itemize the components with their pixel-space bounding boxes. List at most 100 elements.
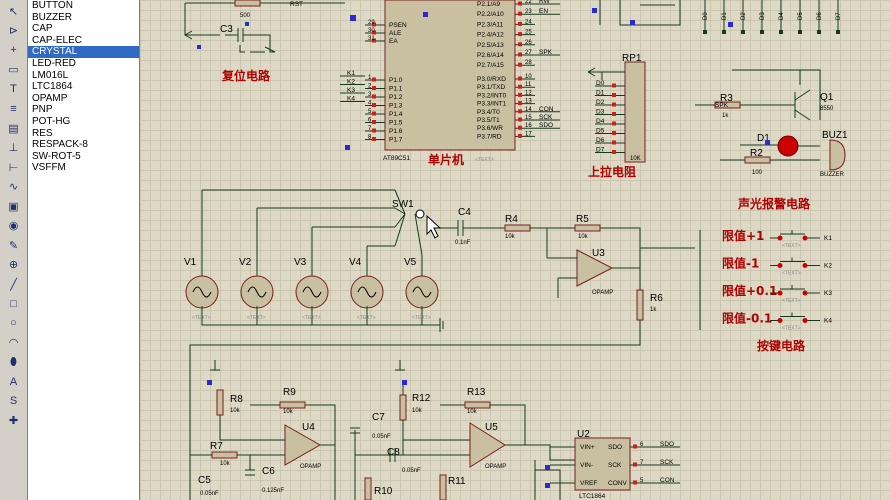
key-contact[interactable] (802, 318, 808, 323)
reset-circuit[interactable]: 500 RST C3 复位电路 (184, 0, 345, 83)
mcu-left-pin-num: 30 (368, 28, 375, 34)
mcu-left-pin-num: 31 (368, 36, 375, 42)
mcu-left-pin-label: P1.1 (389, 86, 403, 93)
junction-icon[interactable]: + (10, 44, 17, 56)
u3-opamp[interactable] (576, 249, 614, 287)
device-item[interactable]: POT-HG (32, 115, 71, 127)
d1-led[interactable] (777, 135, 799, 157)
device-item[interactable]: CAP (32, 23, 53, 35)
r4-body[interactable] (504, 224, 531, 232)
box-icon[interactable]: □ (10, 297, 17, 310)
r7-value: 10k (220, 461, 231, 467)
device-item[interactable]: SW-ROT-5 (32, 150, 81, 162)
device-item[interactable]: BUTTON (32, 0, 73, 11)
device-item[interactable]: VSFFM (32, 162, 66, 174)
path-icon[interactable]: ⬮ (10, 355, 17, 368)
mcu-body[interactable] (384, 0, 516, 151)
device-item[interactable]: OPAMP (32, 92, 68, 104)
pin-marker (372, 38, 376, 43)
line-icon[interactable]: ╱ (10, 278, 17, 291)
device-item[interactable]: LM016L (32, 69, 69, 81)
pointer-icon[interactable]: ↖ (8, 5, 19, 18)
r11-body[interactable] (439, 474, 447, 500)
device-item[interactable]: RES (32, 127, 53, 139)
r2-body[interactable] (744, 156, 771, 164)
mcu-right-pin-num: 27 (525, 50, 532, 56)
r5-body[interactable] (574, 224, 601, 232)
probe-icon[interactable]: ✎ (8, 239, 19, 252)
buzzer-body[interactable] (829, 139, 846, 171)
r6-body[interactable] (636, 289, 644, 321)
u2-right-pin-num: 5 (640, 478, 644, 484)
sw1-wiper[interactable] (415, 209, 425, 219)
text2-icon[interactable]: A (9, 375, 18, 388)
rp1-body[interactable] (624, 61, 646, 163)
r8-body[interactable] (216, 389, 224, 416)
device-item[interactable]: LTC1864 (32, 81, 73, 93)
sine-icon (412, 286, 432, 298)
pin-marker (612, 140, 616, 145)
circle-icon[interactable]: ○ (10, 317, 17, 329)
u5-opamp[interactable] (469, 422, 506, 468)
device-item[interactable]: LED-RED (32, 57, 76, 69)
signal-stage[interactable]: SW1 C4 0.1nF R4 10k R5 10k U3 OPAMP R6 1… (184, 189, 695, 500)
key-contact[interactable] (777, 318, 783, 323)
marker-icon[interactable]: ✚ (8, 415, 19, 427)
c4-value: 0.1nF (455, 240, 471, 246)
generator-icon[interactable]: ◉ (8, 220, 19, 232)
schematic-svg[interactable]: 500 RST C3 复位电路 PSEN29ALE30EA31P1.01P1.1… (140, 0, 890, 500)
r10-body[interactable] (364, 477, 372, 500)
r9-label: R9 (283, 387, 296, 398)
key-caption: 限值-0.1 (722, 311, 772, 326)
device-item[interactable]: CRYSTAL (28, 46, 139, 58)
key-contact[interactable] (802, 235, 808, 241)
key-switch-icon (780, 257, 805, 262)
voltage-source-text: <TEXT> (302, 315, 321, 321)
u2-part: LTC1864 (579, 493, 606, 500)
r12-body[interactable] (399, 394, 407, 421)
u2-body[interactable] (574, 437, 631, 491)
pin-marker (372, 111, 376, 116)
graph-icon[interactable]: ∿ (8, 181, 19, 193)
component-icon[interactable]: ⊳ (8, 25, 19, 37)
filter-stage[interactable]: R8 10k R9 10k U4 OPAMP R7 10k C7 0.05nF … (190, 360, 575, 500)
subcircuit-icon[interactable]: ▤ (8, 122, 19, 135)
r13-body[interactable] (464, 401, 491, 409)
terminal-icon[interactable]: ⊥ (8, 142, 19, 154)
key-contact[interactable] (777, 263, 783, 268)
u4-opamp[interactable] (284, 424, 322, 466)
reset-resistor[interactable] (234, 0, 261, 7)
tape-icon[interactable]: ▣ (8, 200, 19, 213)
alarm-circuit[interactable]: R3 1k SPK Q1 8550 D1 R2 100 BUZ1 BUZZER … (695, 69, 848, 211)
bus-icon[interactable]: ≡ (10, 102, 17, 115)
r9-body[interactable] (279, 401, 306, 409)
mcu-text-placeholder: <TEXT> (475, 157, 494, 163)
mcu-at89c51[interactable]: PSEN29ALE30EA31P1.01P1.12P1.23P1.34P1.45… (340, 0, 560, 167)
key-contact[interactable] (802, 263, 808, 268)
pin-icon[interactable]: ⊢ (8, 161, 19, 174)
key-contact[interactable] (802, 290, 808, 296)
key-net-label: K3 (347, 87, 355, 94)
label-icon[interactable]: ▭ (8, 64, 19, 76)
text-icon[interactable]: T (10, 83, 17, 95)
symbol-icon[interactable]: S (9, 395, 18, 407)
device-item[interactable]: CAP-ELEC (32, 34, 83, 46)
device-item[interactable]: BUZZER (32, 11, 72, 23)
instrument-icon[interactable]: ⊕ (8, 259, 19, 271)
r3-body[interactable] (714, 101, 741, 109)
u2-label: U2 (577, 429, 590, 440)
device-item[interactable]: PNP (32, 104, 53, 116)
device-item[interactable]: RESPACK-8 (32, 139, 88, 151)
key-contact[interactable] (777, 235, 783, 241)
key-contact[interactable] (777, 290, 783, 296)
c7-value: 0.05nF (372, 434, 391, 440)
arc-icon[interactable]: ◠ (8, 337, 19, 349)
r12-value: 10k (412, 408, 423, 414)
r7-body[interactable] (211, 451, 238, 459)
